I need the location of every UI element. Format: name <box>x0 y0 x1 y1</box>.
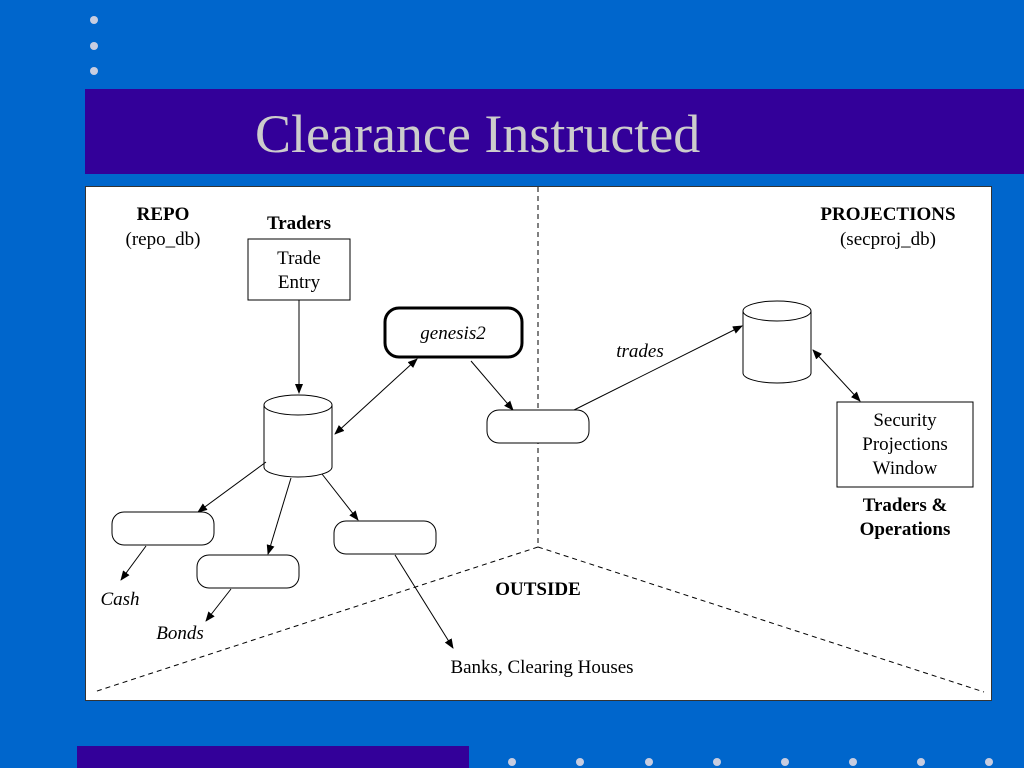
security-window-line3: Window <box>873 458 938 479</box>
arrow-repo-to-bonds-node <box>266 477 292 555</box>
divider-left <box>93 546 539 693</box>
decor-dot <box>917 758 925 766</box>
decor-dot <box>90 16 98 24</box>
security-window-line2: Projections <box>862 434 948 455</box>
projections-subtitle: (secproj_db) <box>840 229 936 250</box>
repo-database-icon <box>263 394 333 478</box>
arrow-projdb-window <box>812 349 861 402</box>
diagram-panel: REPO (repo_db) PROJECTIONS (secproj_db) … <box>85 186 992 701</box>
repo-subtitle: (repo_db) <box>126 229 201 250</box>
genesis2-label: genesis2 <box>420 323 486 344</box>
traders-label: Traders <box>267 213 331 234</box>
traders-ops-line1: Traders & <box>863 495 948 516</box>
banks-label: Banks, Clearing Houses <box>450 657 633 678</box>
slide-title: Clearance Instructed <box>255 104 701 164</box>
slide-title-container: Clearance Instructed <box>85 89 1024 174</box>
projections-database-icon <box>742 300 812 384</box>
arrow-genesis-to-gateway <box>470 360 514 411</box>
trades-label: trades <box>616 341 664 362</box>
security-projections-window-box <box>836 401 974 488</box>
trade-entry-line2: Entry <box>278 272 321 293</box>
projections-title: PROJECTIONS <box>820 204 955 225</box>
arrow-trades <box>573 325 743 411</box>
cash-node <box>111 511 215 546</box>
arrow-banks <box>394 554 454 649</box>
arrow-repo-genesis <box>334 358 418 435</box>
arrow-repo-to-banks-node <box>321 473 359 521</box>
divider-right <box>537 546 985 693</box>
gateway-node <box>486 409 590 444</box>
security-window-line1: Security <box>873 410 937 431</box>
diagram-canvas: REPO (repo_db) PROJECTIONS (secproj_db) … <box>93 187 985 693</box>
arrow-repo-to-cash-node <box>197 461 267 513</box>
outside-title: OUTSIDE <box>495 579 581 600</box>
traders-ops-line2: Operations <box>860 519 951 540</box>
banks-node <box>333 520 437 555</box>
repo-title: REPO <box>137 204 190 225</box>
genesis2-node <box>383 306 524 359</box>
decor-dot <box>713 758 721 766</box>
title-band <box>85 89 1024 174</box>
trade-entry-box <box>247 238 351 301</box>
bonds-label: Bonds <box>156 623 204 644</box>
decor-dot <box>781 758 789 766</box>
arrow-cash <box>120 545 147 581</box>
decor-dot <box>849 758 857 766</box>
decor-dot <box>576 758 584 766</box>
bottom-band <box>77 746 469 768</box>
decor-dot <box>508 758 516 766</box>
decor-dot <box>90 67 98 75</box>
decor-dot <box>645 758 653 766</box>
trade-entry-line1: Trade <box>277 248 321 269</box>
decor-dot <box>985 758 993 766</box>
bonds-node <box>196 554 300 589</box>
decor-dot <box>90 42 98 50</box>
cash-label: Cash <box>100 589 139 610</box>
arrow-bonds <box>205 588 232 622</box>
